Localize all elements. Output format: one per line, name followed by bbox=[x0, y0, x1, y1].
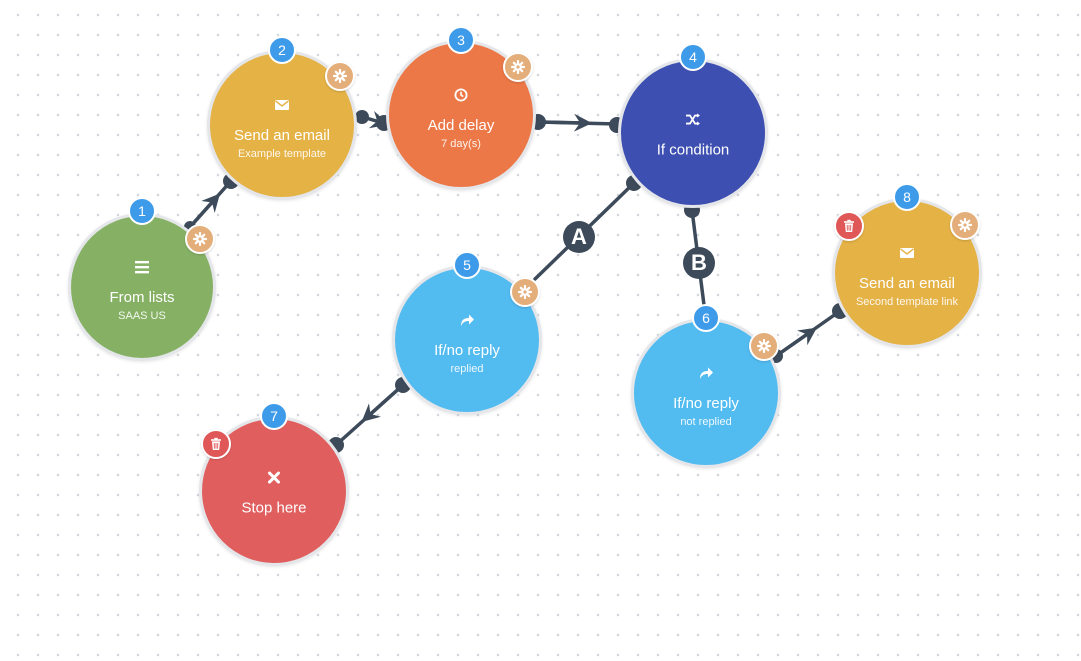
step-number-badge: 4 bbox=[679, 43, 707, 71]
node-if-no-reply-not-replied[interactable]: If/no reply not replied bbox=[631, 318, 781, 468]
node-settings-button[interactable] bbox=[325, 61, 355, 91]
gear-icon bbox=[958, 218, 972, 232]
node-settings-button[interactable] bbox=[950, 210, 980, 240]
node-subtitle: not replied bbox=[680, 415, 732, 428]
node-if-condition[interactable]: If condition bbox=[618, 58, 768, 208]
connector-5-7-arrow bbox=[361, 383, 405, 422]
node-title: Send an email bbox=[234, 126, 330, 144]
node-title: If condition bbox=[656, 141, 730, 159]
node-settings-button[interactable] bbox=[185, 224, 215, 254]
node-delete-button[interactable] bbox=[834, 211, 864, 241]
reply-arrow-icon bbox=[700, 367, 713, 379]
node-settings-button[interactable] bbox=[503, 52, 533, 82]
clock-icon bbox=[454, 88, 468, 102]
step-number-badge: 6 bbox=[692, 304, 720, 332]
branch-label-b[interactable]: B bbox=[683, 247, 715, 279]
connector-6-8-arrow bbox=[774, 327, 817, 358]
trash-icon bbox=[211, 437, 221, 450]
port-dot[interactable] bbox=[355, 110, 369, 124]
node-subtitle: replied bbox=[450, 362, 484, 375]
gear-icon bbox=[333, 69, 347, 83]
node-settings-button[interactable] bbox=[510, 277, 540, 307]
branch-label-a[interactable]: A bbox=[563, 221, 595, 253]
gear-icon bbox=[757, 339, 771, 353]
trash-icon bbox=[844, 219, 854, 232]
list-icon bbox=[135, 260, 149, 274]
shuffle-icon bbox=[686, 113, 700, 126]
node-delete-button[interactable] bbox=[201, 429, 231, 459]
node-subtitle: SAAS US bbox=[118, 309, 166, 322]
gear-icon bbox=[511, 60, 525, 74]
step-number-badge: 7 bbox=[260, 402, 288, 430]
step-number-badge: 5 bbox=[453, 251, 481, 279]
node-title: If/no reply bbox=[673, 394, 739, 412]
reply-arrow-icon bbox=[461, 314, 474, 326]
step-number-badge: 8 bbox=[893, 183, 921, 211]
node-subtitle: Second template link bbox=[855, 295, 959, 308]
step-number-badge: 1 bbox=[128, 197, 156, 225]
node-subtitle: Example template bbox=[237, 147, 327, 160]
step-number-badge: 2 bbox=[268, 36, 296, 64]
node-settings-button[interactable] bbox=[749, 331, 779, 361]
envelope-icon bbox=[275, 99, 289, 110]
node-title: From lists bbox=[109, 288, 175, 306]
node-title: Send an email bbox=[859, 274, 955, 292]
connector-1-2-arrow bbox=[188, 193, 221, 229]
step-number-badge: 3 bbox=[447, 26, 475, 54]
gear-icon bbox=[518, 285, 532, 299]
envelope-icon bbox=[900, 247, 914, 258]
node-subtitle: 7 day(s) bbox=[441, 137, 481, 150]
connector-3-4-arrow bbox=[538, 113, 592, 132]
node-title: If/no reply bbox=[434, 341, 500, 359]
node-title: Stop here bbox=[241, 499, 307, 517]
node-title: Add delay bbox=[427, 116, 495, 134]
close-icon bbox=[268, 471, 280, 484]
gear-icon bbox=[193, 232, 207, 246]
